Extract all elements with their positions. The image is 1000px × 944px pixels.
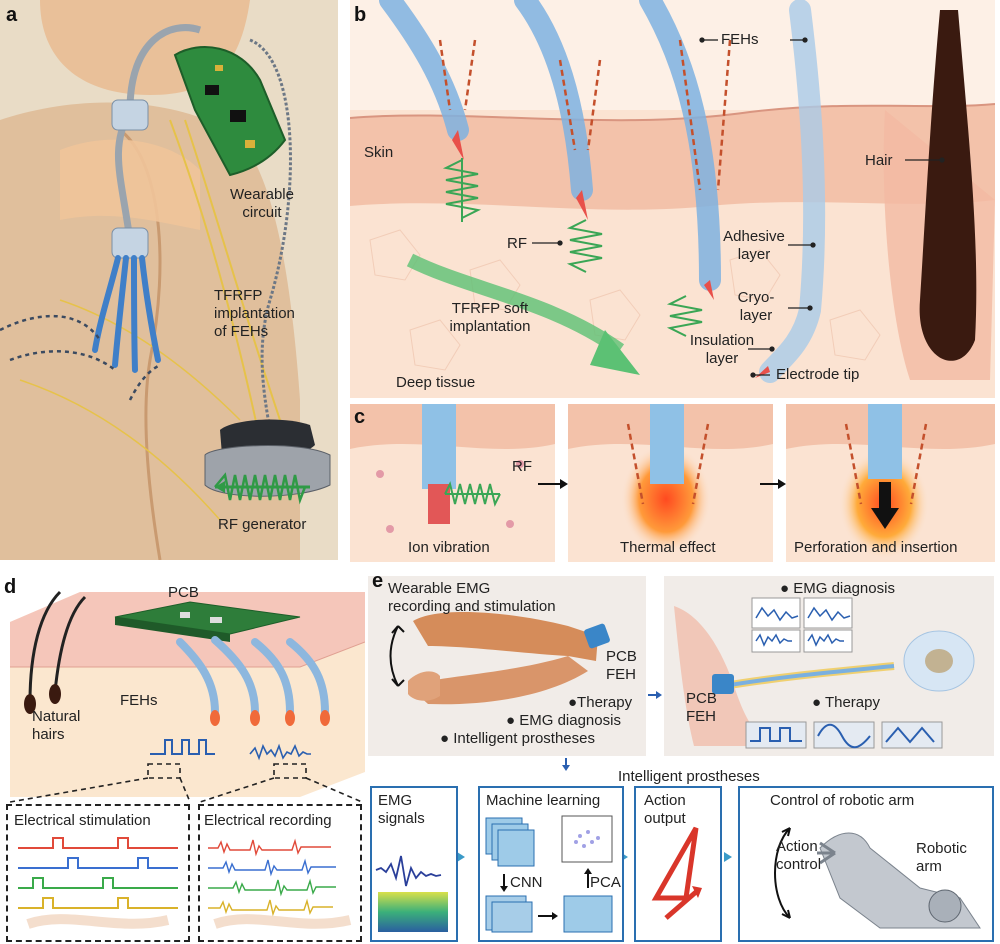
panel-d-illustration xyxy=(9,590,365,803)
emg-diagnosis-box: ● EMG diagnosis PCB FEH ● Therapy xyxy=(664,576,994,756)
emg-signals-box: EMG signals xyxy=(370,786,458,942)
natural-hairs-label: Natural hairs xyxy=(32,708,81,743)
stimulation-box: Electrical stimulation xyxy=(6,804,190,942)
rf-generator-label: RF generator xyxy=(218,516,307,533)
soft-implantation-label: TFRFP soft implantation xyxy=(449,300,531,335)
pcb-label: PCB xyxy=(168,584,199,601)
action-output-title: Action output xyxy=(644,792,686,827)
machine-learning-title: Machine learning xyxy=(486,792,601,809)
intelligent-prostheses-bullet: ● Intelligent prostheses xyxy=(440,730,595,747)
hair-label: Hair xyxy=(865,152,893,169)
pcb-feh-right-label: PCB FEH xyxy=(686,690,717,725)
robotic-arm-label: Robotic arm xyxy=(916,840,967,875)
adhesive-layer-label: Adhesive layer xyxy=(723,228,785,263)
c-step-ion xyxy=(350,404,555,562)
stimulation-title: Electrical stimulation xyxy=(14,812,151,829)
panel-b: b Skin FEHs Hair RF Adhesive layer TFRFP… xyxy=(350,0,995,398)
electrode-tip-label: Electrode tip xyxy=(776,366,860,383)
machine-learning-box: Machine learning CNN PCA xyxy=(478,786,624,942)
panel-b-label: b xyxy=(354,4,367,26)
panel-d: Electrical stimulation Electrical record… xyxy=(0,572,365,944)
thermal-effect-label: Thermal effect xyxy=(620,539,716,556)
intelligent-prostheses-title: Intelligent prostheses xyxy=(618,768,760,785)
pcb-feh-left-label: PCB FEH xyxy=(606,648,637,683)
rf-label: RF xyxy=(507,235,527,252)
skin-label: Skin xyxy=(364,144,394,161)
panel-c: c RF Ion vibration Thermal effect Perfor… xyxy=(350,404,995,562)
c-step-perforation xyxy=(786,404,995,562)
wearable-emg-title: Wearable EMG recording and stimulation xyxy=(388,580,556,615)
robotic-arm-box: Control of robotic arm Action control Ro… xyxy=(738,786,994,942)
emg-diagnosis-bullet: ● EMG diagnosis xyxy=(506,712,621,729)
emg-signals-title: EMG signals xyxy=(378,792,425,827)
cryo-layer-label: Cryo- layer xyxy=(737,289,775,324)
ion-vibration-label: Ion vibration xyxy=(408,539,490,556)
c-rf-label: RF xyxy=(512,458,532,475)
fehs-label: FEHs xyxy=(721,31,759,48)
therapy-bullet: ●Therapy xyxy=(568,694,633,711)
therapy-title: ● Therapy xyxy=(812,694,880,711)
recording-box: Electrical recording xyxy=(198,804,362,942)
panel-c-label: c xyxy=(354,406,366,428)
panel-a-illustration xyxy=(0,0,331,560)
panel-e-label: e xyxy=(372,570,384,592)
panel-d-label: d xyxy=(4,576,17,598)
recording-title: Electrical recording xyxy=(204,812,332,829)
action-control-label: Action control xyxy=(776,838,822,873)
perforation-label: Perforation and insertion xyxy=(794,539,958,556)
panel-a: a Wearable circuit TFRFP implantation of… xyxy=(0,0,338,560)
insulation-layer-label: Insulation layer xyxy=(689,332,755,367)
wearable-circuit-label: Wearable circuit xyxy=(230,186,294,221)
tfrfp-implantation-label: TFRFP implantation of FEHs xyxy=(214,287,295,340)
panel-e: Wearable EMG recording and stimulation P… xyxy=(368,570,998,944)
c-step-thermal xyxy=(568,404,773,562)
deep-tissue-label: Deep tissue xyxy=(396,374,476,391)
panel-a-label: a xyxy=(6,4,18,26)
panel-b-illustration xyxy=(350,0,995,398)
pca-label: PCA xyxy=(590,874,621,891)
wearable-emg-box: Wearable EMG recording and stimulation P… xyxy=(368,576,646,756)
panel-c-arrows xyxy=(538,479,786,489)
control-robotic-arm-title: Control of robotic arm xyxy=(770,792,915,809)
emg-diagnosis-title: ● EMG diagnosis xyxy=(780,580,895,597)
d-fehs-label: FEHs xyxy=(120,692,158,709)
cnn-label: CNN xyxy=(510,874,543,891)
action-output-box: Action output xyxy=(634,786,722,942)
